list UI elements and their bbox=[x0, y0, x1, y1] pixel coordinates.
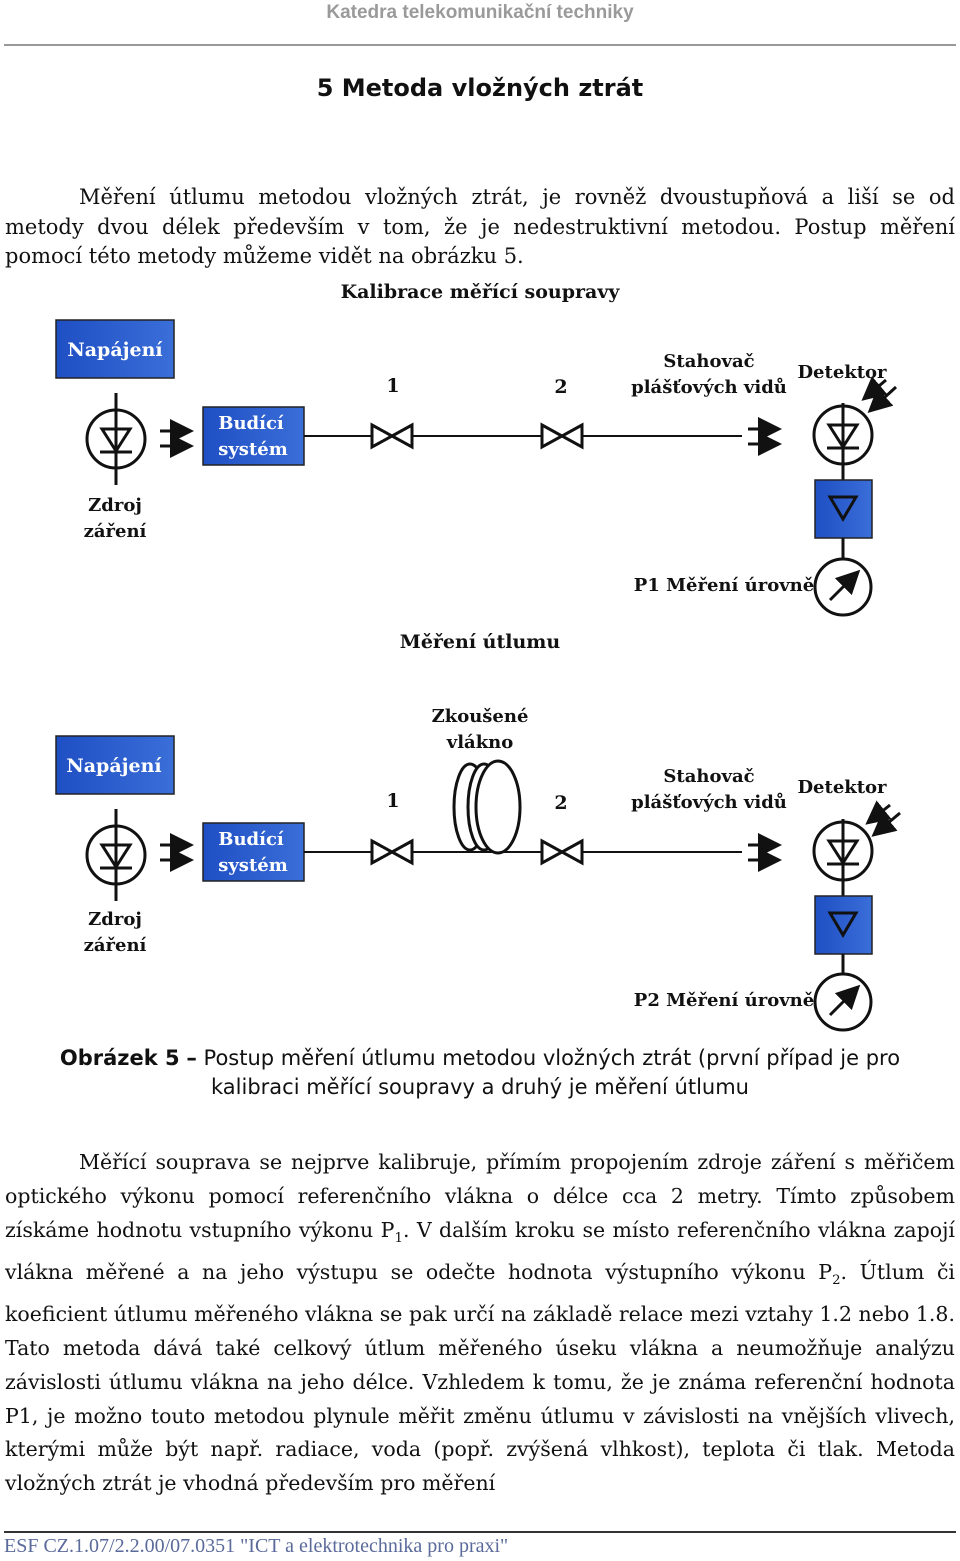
calibration-title: Kalibrace měřící soupravy bbox=[341, 281, 621, 303]
fiber-label-1: Zkoušené bbox=[432, 706, 529, 727]
amplifier-box bbox=[814, 479, 873, 539]
stripper-label-2: plášťových vidů bbox=[631, 791, 787, 813]
source-label-2: záření bbox=[84, 521, 147, 542]
caption-dash: – bbox=[186, 1046, 197, 1070]
stripper-label-2: plášťových vidů bbox=[631, 376, 787, 398]
connector-2-label: 2 bbox=[554, 376, 567, 398]
connector-1-icon bbox=[370, 838, 414, 866]
connector-2-label: 2 bbox=[554, 792, 567, 814]
driver-label-1: Budící bbox=[218, 413, 284, 434]
stripper-arrows-icon bbox=[748, 417, 782, 456]
stripper-label-1: Stahovač bbox=[663, 351, 754, 372]
measurement-diagram: Kalibrace měřící soupravy Napájení Budíc… bbox=[55, 281, 901, 1032]
stripper-label-1: Stahovač bbox=[663, 766, 754, 787]
power-meter-icon bbox=[813, 972, 873, 1032]
body-part-3: . Útlum či koeficient útlumu měřeného vl… bbox=[5, 1259, 955, 1496]
source-label-1: Zdroj bbox=[88, 495, 142, 516]
amplifier-icon bbox=[827, 911, 859, 938]
figure-caption: Obrázek 5 – Postup měření útlumu metodou… bbox=[40, 1044, 920, 1102]
body-sub-2: 2 bbox=[832, 1272, 841, 1288]
caption-label: Obrázek 5 bbox=[59, 1046, 180, 1070]
header-rule bbox=[4, 44, 956, 46]
amplifier-icon bbox=[827, 495, 859, 522]
connector-1-label: 1 bbox=[386, 790, 399, 812]
measurement-title: Měření útlumu bbox=[400, 631, 561, 653]
incoming-light-icon bbox=[865, 800, 901, 837]
driver-label-2: systém bbox=[218, 439, 288, 460]
section-title: 5 Metoda vložných ztrát bbox=[316, 74, 644, 102]
amplifier-box bbox=[814, 895, 873, 955]
source-led-icon bbox=[85, 809, 147, 901]
power-box bbox=[55, 319, 175, 379]
light-arrows-icon bbox=[160, 833, 194, 872]
page-header: Katedra telekomunikační techniky bbox=[0, 0, 960, 46]
connector-2-icon bbox=[540, 838, 584, 866]
source-led-icon bbox=[85, 393, 147, 485]
source-label-2: záření bbox=[84, 935, 147, 956]
source-label-1: Zdroj bbox=[88, 909, 142, 930]
power-label: Napájení bbox=[66, 755, 162, 777]
calibration-diagram: Kalibrace měřící soupravy Napájení Budíc… bbox=[55, 281, 898, 617]
header-text: Katedra telekomunikační techniky bbox=[326, 2, 634, 23]
driver-box bbox=[202, 406, 305, 466]
body-paragraph: Měřící souprava se nejprve kalibruje, př… bbox=[5, 1146, 955, 1501]
power-meter-icon bbox=[813, 557, 873, 617]
power-label: Napájení bbox=[67, 339, 163, 361]
footer-rule bbox=[4, 1531, 956, 1533]
power-box bbox=[55, 735, 175, 795]
light-arrows-icon bbox=[160, 419, 194, 458]
detector-label: Detektor bbox=[797, 777, 887, 798]
detector-label: Detektor bbox=[797, 362, 887, 383]
intro-paragraph: Měření útlumu metodou vložných ztrát, je… bbox=[5, 185, 955, 268]
body-part-2: . V dalším kroku se místo referenčního v… bbox=[5, 1217, 955, 1284]
caption-text: Postup měření útlumu metodou vložných zt… bbox=[203, 1046, 901, 1099]
level-label: P1 Měření úrovně bbox=[634, 575, 814, 596]
connector-1-icon bbox=[370, 422, 414, 450]
driver-label-2: systém bbox=[218, 855, 288, 876]
level-label: P2 Měření úrovně bbox=[634, 990, 814, 1011]
body-sub-1: 1 bbox=[394, 1230, 403, 1246]
footer-text: ESF CZ.1.07/2.2.00/07.0351 "ICT a elektr… bbox=[4, 1535, 509, 1557]
driver-label-1: Budící bbox=[218, 829, 284, 850]
connector-2-icon bbox=[540, 422, 584, 450]
stripper-arrows-icon bbox=[748, 833, 782, 872]
fiber-coil-icon bbox=[452, 759, 522, 855]
fiber-label-2: vlákno bbox=[446, 732, 514, 753]
incoming-light-icon bbox=[861, 376, 898, 414]
body-part-1: Měřící souprava se nejprve kalibruje, př… bbox=[5, 1150, 955, 1242]
connector-1-label: 1 bbox=[386, 375, 399, 397]
attenuation-diagram: Měření útlumu Napájení Budící systém Zdr… bbox=[55, 631, 901, 1032]
